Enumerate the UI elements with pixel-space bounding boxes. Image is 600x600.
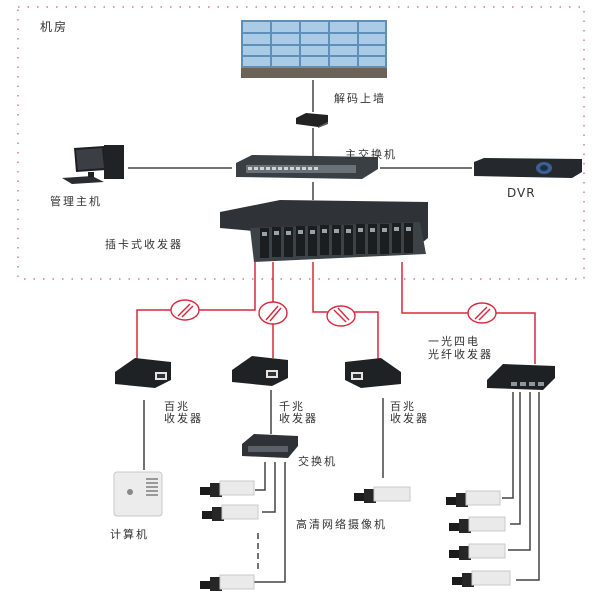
quad-to-cam3-cable <box>508 392 531 551</box>
access-switch-icon <box>242 434 298 458</box>
transceiver-mid-label-1: 千兆 <box>279 400 305 413</box>
camera-icon <box>200 574 255 591</box>
fiber-link-icon-mid <box>258 301 288 325</box>
management-host-icon <box>62 145 124 184</box>
computer-label: 计算机 <box>110 528 149 541</box>
decoder-icon <box>296 113 328 128</box>
camera-icon <box>452 570 511 587</box>
access-switch-label: 交换机 <box>298 455 337 468</box>
hd-camera-label: 高清网络摄像机 <box>296 518 387 531</box>
dvr-icon <box>474 158 582 178</box>
quad-to-cam1-cable <box>502 392 514 499</box>
quad-transceiver-label-1: 一光四电 <box>428 335 480 348</box>
fiber-link-icon-left <box>170 299 200 321</box>
switch-to-cam3-cable <box>254 462 286 583</box>
main-switch-label: 主交换机 <box>345 148 397 161</box>
room-boundary <box>17 6 585 280</box>
transceiver-100m-left-icon <box>115 358 171 388</box>
fiber-link-icons <box>170 299 497 327</box>
fiber-link-icon-right <box>326 305 356 327</box>
quad-fiber-transceiver-icon <box>487 364 555 390</box>
fiber-link-icon-quad <box>467 302 497 324</box>
camera-icon <box>449 543 506 560</box>
room-label: 机房 <box>40 20 69 34</box>
card-transceiver-chassis-icon <box>220 200 428 262</box>
transceiver-1000m-icon <box>232 356 288 386</box>
decoder-label: 解码上墙 <box>334 92 386 105</box>
transceiver-mid-label-2: 收发器 <box>279 412 318 425</box>
switch-to-cam1-cable <box>255 462 266 491</box>
transceiver-100m-right-icon <box>345 358 401 388</box>
camera-icon <box>200 480 255 497</box>
quad-to-cam4-cable <box>516 392 540 581</box>
card-transceiver-label: 插卡式收发器 <box>105 238 183 251</box>
main-switch-icon <box>236 155 378 179</box>
camera-icon <box>449 516 506 533</box>
switch-to-cam2-cable <box>262 462 276 513</box>
transceiver-left-label-1: 百兆 <box>164 400 190 413</box>
management-host-label: 管理主机 <box>50 195 102 208</box>
camera-icon <box>354 486 411 503</box>
transceiver-left-label-2: 收发器 <box>164 412 203 425</box>
video-wall-icon <box>241 20 387 78</box>
quad-to-cam2-cable <box>510 392 521 525</box>
transceiver-right-label-2: 收发器 <box>390 412 429 425</box>
dvr-label: DVR <box>507 186 536 200</box>
quad-transceiver-label-2: 光纤收发器 <box>428 348 493 361</box>
camera-icon <box>202 504 259 521</box>
camera-icon <box>446 490 501 507</box>
computer-icon <box>113 471 163 517</box>
transceiver-right-label-1: 百兆 <box>390 400 416 413</box>
